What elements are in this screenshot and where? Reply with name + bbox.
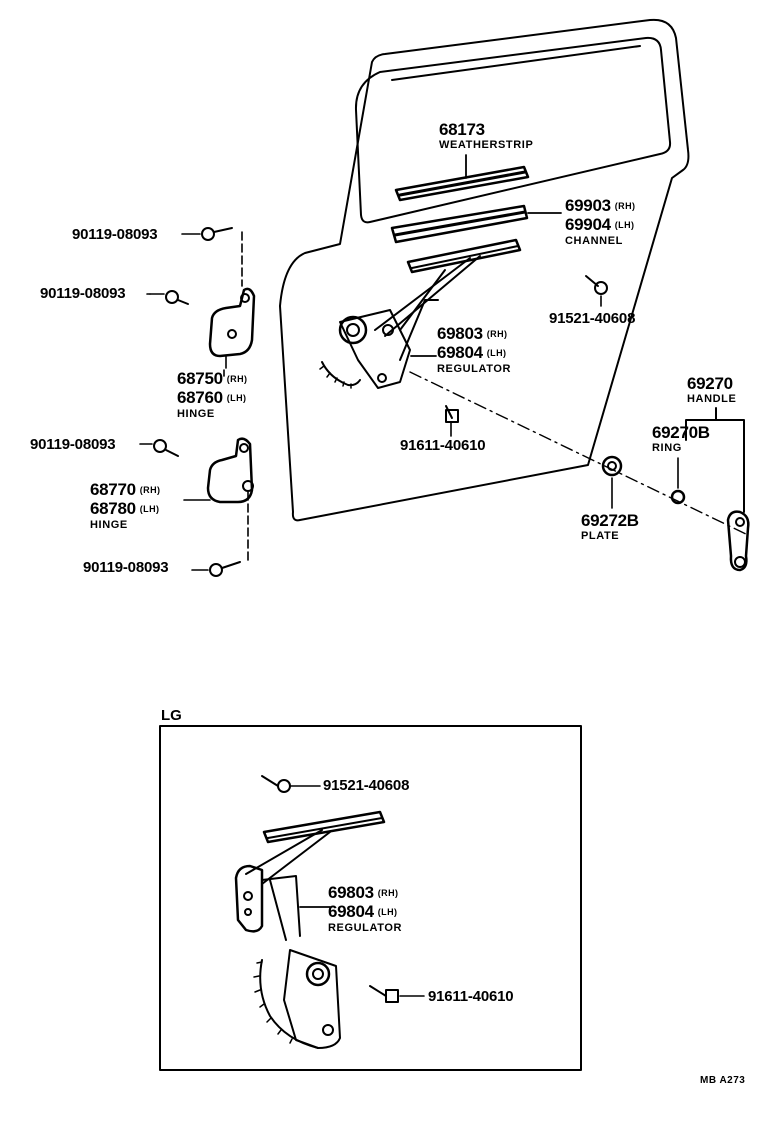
leader-lines xyxy=(146,293,225,377)
window-regulator-part xyxy=(319,238,522,389)
part-description: REGULATOR xyxy=(437,363,512,375)
part-number-rh: 69803 xyxy=(437,324,483,343)
rear-door-outline xyxy=(279,18,690,522)
bolt-90119-08093-label-b: 90119-08093 xyxy=(40,285,126,302)
handle-alignment-line xyxy=(409,371,749,536)
part-number: 91611-40610 xyxy=(428,988,514,1005)
lg-regulator xyxy=(234,810,386,1049)
part-description: WEATHERSTRIP xyxy=(439,139,534,151)
side-suffix-rh: (RH) xyxy=(614,201,636,211)
lg-bolt-bottom xyxy=(369,985,425,1003)
lg-bolt-bottom-label: 91611-40610 xyxy=(428,988,514,1005)
part-number-rh: 68770 xyxy=(90,480,136,499)
part-number-lh: 69804 xyxy=(437,343,483,362)
part-number-rh: 69803 xyxy=(328,883,374,902)
lower-hinge-part xyxy=(183,437,254,561)
side-suffix-rh: (RH) xyxy=(226,374,248,384)
lg-bolt-top xyxy=(261,775,321,793)
side-suffix-lh: (LH) xyxy=(139,504,160,514)
part-number: 91611-40610 xyxy=(400,437,486,454)
upper-hinge-part xyxy=(208,231,256,369)
plate-part xyxy=(601,455,623,509)
lg-inset-frame xyxy=(159,725,582,1071)
weatherstrip-label: 68173 WEATHERSTRIP xyxy=(439,121,533,151)
bolt-90119-08093-label-d: 90119-08093 xyxy=(83,559,169,576)
part-description: HANDLE xyxy=(687,393,737,405)
drawing-code: MB A273 xyxy=(700,1075,746,1086)
part-description: HINGE xyxy=(177,408,215,420)
bolt-91611-40610 xyxy=(445,405,459,437)
part-number-rh: 68750 xyxy=(177,369,223,388)
side-suffix-rh: (RH) xyxy=(486,329,508,339)
ring-label: 69270B RING xyxy=(652,424,710,454)
lg-bolt-top-label: 91521-40608 xyxy=(323,778,409,794)
part-number: 68173 xyxy=(439,120,485,139)
bolt-91521-40608-label: 91521-40608 xyxy=(549,311,635,327)
bolt-90119-08093-a xyxy=(181,227,233,241)
part-number: 69270 xyxy=(687,374,733,393)
side-suffix-lh: (LH) xyxy=(486,348,507,358)
part-number-lh: 69904 xyxy=(565,215,611,234)
part-description: CHANNEL xyxy=(565,235,623,247)
plate-label: 69272B PLATE xyxy=(581,512,639,542)
part-description: PLATE xyxy=(581,530,620,542)
bolt-90119-08093-d xyxy=(191,561,241,577)
part-number-lh: 68780 xyxy=(90,499,136,518)
side-suffix-rh: (RH) xyxy=(139,485,161,495)
lower-hinge-label: 68770(RH) 68780(LH) HINGE xyxy=(90,481,160,531)
handle-label: 69270 HANDLE xyxy=(687,375,736,405)
side-suffix-lh: (LH) xyxy=(377,907,398,917)
part-number-lh: 68760 xyxy=(177,388,223,407)
channel-part xyxy=(390,204,562,244)
part-description: REGULATOR xyxy=(328,922,403,934)
bolt-91611-40610-label: 91611-40610 xyxy=(400,437,486,454)
upper-hinge-label: 68750(RH) 68760(LH) HINGE xyxy=(177,370,247,420)
part-number: 69272B xyxy=(581,511,639,530)
side-suffix-rh: (RH) xyxy=(377,888,399,898)
weatherstrip-part xyxy=(394,154,530,202)
bolt-90119-08093-b xyxy=(149,290,189,305)
part-number-rh: 69903 xyxy=(565,196,611,215)
part-number: 91521-40608 xyxy=(323,777,410,794)
part-description: HINGE xyxy=(90,519,128,531)
channel-label: 69903(RH) 69904(LH) CHANNEL xyxy=(565,197,635,247)
bolt-90119-08093-c xyxy=(139,439,179,457)
part-number: 69270B xyxy=(652,423,710,442)
part-description: RING xyxy=(652,442,682,454)
regulator-label: 69803(RH) 69804(LH) REGULATOR xyxy=(437,325,511,375)
bolt-91521-40608 xyxy=(585,275,608,307)
part-number: 91521-40608 xyxy=(549,310,636,327)
bolt-90119-08093-label-c: 90119-08093 xyxy=(30,436,116,453)
lg-regulator-label: 69803(RH) 69804(LH) REGULATOR xyxy=(328,884,402,934)
bolt-90119-08093-label-a: 90119-08093 xyxy=(72,226,158,243)
part-number-lh: 69804 xyxy=(328,902,374,921)
side-suffix-lh: (LH) xyxy=(226,393,247,403)
side-suffix-lh: (LH) xyxy=(614,220,635,230)
handle-part xyxy=(670,407,750,572)
lg-inset-title: LG xyxy=(161,707,182,724)
